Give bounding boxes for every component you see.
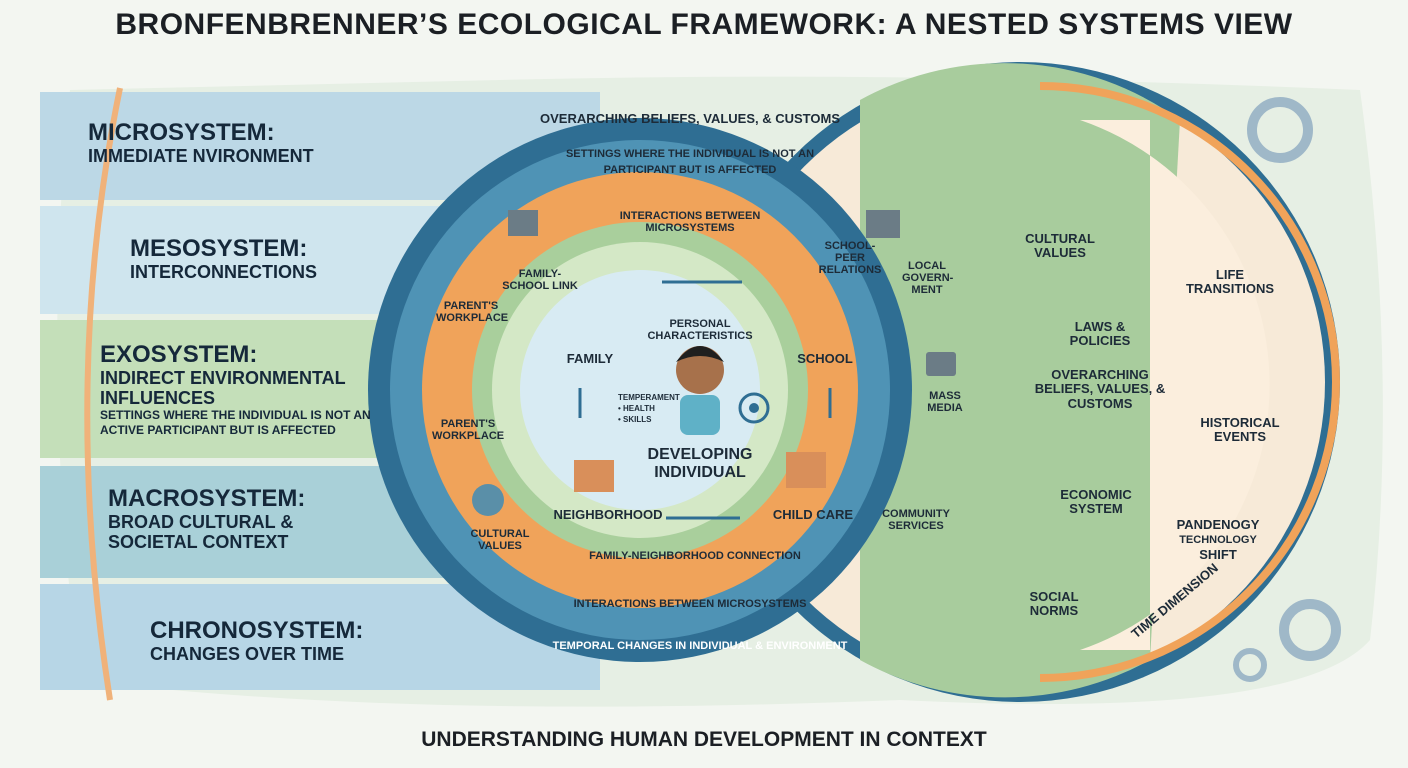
chrono-orange-arc	[1039, 82, 1340, 682]
band-subtitle: IMMEDIATE NVIRONMENT	[88, 146, 314, 166]
exo-cultural-values: CULTURAL VALUES	[470, 528, 530, 553]
child-body	[680, 395, 720, 435]
target-icon-center	[749, 403, 759, 413]
gear-icon	[1247, 97, 1313, 163]
band-subtitle: INDIRECT ENVIRONMENTAL INFLUENCES	[100, 368, 346, 408]
meso-bottom-label: INTERACTIONS BETWEEN MICROSYSTEMS	[573, 598, 807, 610]
chrono-historical-events: HISTORICAL EVENTS	[1200, 415, 1280, 445]
factory-icon	[508, 210, 538, 236]
exo-mass-media: MASS MEDIA	[927, 390, 963, 415]
target-icon	[738, 392, 770, 424]
band-heading: EXOSYSTEM:	[100, 341, 258, 368]
trait-item: • HEALTH	[618, 404, 655, 413]
band-chronosystem: CHRONOSYSTEM: CHANGES OVER TIME	[150, 617, 620, 665]
chrono-pandemic-line-3: SHIFT	[1199, 547, 1237, 562]
family-school-link: FAMILY-SCHOOL LINK	[502, 268, 578, 293]
personal-characteristics: PERSONAL CHARACTERISTICS	[647, 318, 753, 343]
exo-community-services: COMMUNITY SERVICES	[882, 508, 950, 533]
micro-childcare: CHILD CARE	[772, 507, 854, 522]
band-macrosystem: MACROSYSTEM: BROAD CULTURAL & SOCIETAL C…	[108, 485, 338, 553]
band-subtitle: CHANGES OVER TIME	[150, 644, 345, 664]
macro-laws-policies: LAWS & POLICIES	[1069, 319, 1131, 349]
band-heading: MICROSYSTEM:	[88, 119, 275, 146]
chrono-light-panel	[1080, 120, 1270, 650]
chrono-pandemic-line-2: TECHNOLOGY	[1179, 534, 1257, 546]
band-heading: MACROSYSTEM:	[108, 485, 306, 512]
tv-icon	[926, 352, 956, 376]
band-microsystem: MICROSYSTEM: IMMEDIATE NVIRONMENT	[88, 119, 558, 167]
page-title: BRONFENBRENNER’S ECOLOGICAL FRAMEWORK: A…	[115, 8, 1293, 41]
exo-workplace-1: PARENT'S WORKPLACE	[436, 300, 509, 325]
globe-icon	[472, 484, 504, 516]
micro-school: SCHOOL	[797, 351, 853, 366]
trait-item: TEMPERAMENT	[618, 393, 680, 402]
band-subtitle: BROAD CULTURAL & SOCIETAL CONTEXT	[108, 512, 294, 552]
band-heading: CHRONOSYSTEM:	[150, 617, 364, 644]
exo-ring-label-2: PARTICIPANT BUT IS AFFECTED	[603, 164, 777, 176]
page-footer: UNDERSTANDING HUMAN DEVELOPMENT IN CONTE…	[421, 728, 987, 751]
chrono-pandemic-line-1: PANDENOGY	[1176, 517, 1260, 532]
government-icon	[866, 210, 900, 238]
house-icon	[574, 460, 614, 492]
exo-workplace-2: PARENT'S WORKPLACE	[432, 418, 505, 443]
band-mesosystem: MESOSYSTEM: INTERCONNECTIONS	[130, 235, 600, 283]
band-heading: MESOSYSTEM:	[130, 235, 308, 262]
macro-ring-label: OVERARCHING BELIEFS, VALUES, & CUSTOMS	[540, 111, 840, 126]
trait-list: TEMPERAMENT • HEALTH • SKILLS	[618, 392, 680, 425]
band-exosystem: EXOSYSTEM: INDIRECT ENVIRONMENTAL INFLUE…	[100, 342, 400, 438]
macro-economic-system: ECONOMIC SYSTEM	[1060, 487, 1132, 517]
gear-icon	[1279, 599, 1341, 661]
orange-frame	[84, 87, 123, 701]
micro-neighborhood: NEIGHBORHOOD	[553, 507, 663, 522]
micro-core	[520, 270, 760, 510]
chrono-green-band	[860, 63, 1180, 698]
gear-icon	[1233, 648, 1267, 682]
band-detail: SETTINGS WHERE THE INDIVIDUAL IS NOT AN …	[100, 408, 371, 437]
child-head	[676, 346, 724, 394]
macro-beliefs: OVERARCHING BELIEFS, VALUES, & CUSTOMS	[1034, 367, 1166, 411]
micro-family: FAMILY	[566, 351, 614, 366]
exo-ring-label-1: SETTINGS WHERE THE INDIVIDUAL IS NOT AN	[565, 148, 815, 160]
chrono-bottom-label: TEMPORAL CHANGES IN INDIVIDUAL & ENVIRON…	[552, 640, 848, 652]
macro-cultural-values: CULTURAL VALUES	[1025, 231, 1095, 261]
chrono-life-transitions: LIFE TRANSITIONS	[1185, 267, 1275, 297]
school-peer-relations: SCHOOL-PEER RELATIONS	[818, 240, 882, 277]
family-neighborhood-connection: FAMILY-NEIGHBORHOOD CONNECTION	[589, 550, 801, 562]
meso-ring-label: INTERACTIONS BETWEEN MICROSYSTEMS	[619, 210, 761, 235]
band-subtitle: INTERCONNECTIONS	[130, 262, 318, 282]
childcare-icon	[786, 452, 826, 488]
trait-item: • SKILLS	[618, 415, 652, 424]
macro-social-norms: SOCIAL NORMS	[1029, 589, 1079, 619]
child-hair	[676, 346, 724, 362]
developing-individual: DEVELOPING INDIVIDUAL	[647, 446, 753, 481]
exo-local-government: LOCAL GOVERN-MENT	[902, 260, 954, 297]
